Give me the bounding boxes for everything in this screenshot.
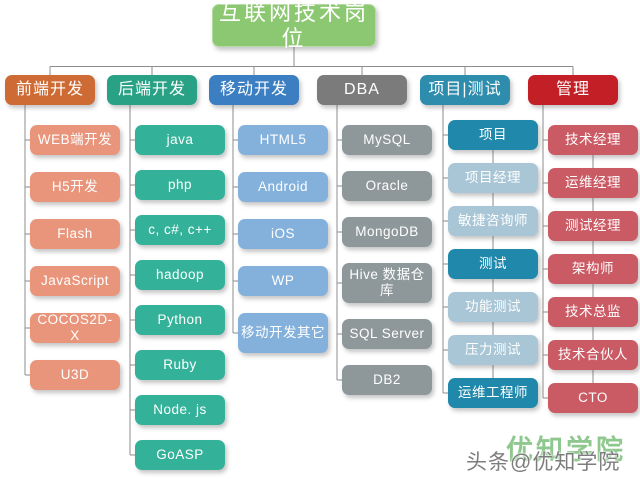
node-6-3: 测试经理 — [548, 211, 638, 241]
node-1-6: U3D — [30, 360, 120, 390]
watermark-credit-text: 头条@优知学院 — [466, 451, 621, 474]
node-5-6: 压力测试 — [448, 335, 538, 365]
node-1-4: JavaScript — [30, 266, 120, 296]
node-2-4: hadoop — [135, 260, 225, 290]
node-2-7: Node. js — [135, 395, 225, 425]
node-4-1: MySQL — [342, 125, 432, 155]
node-5-5: 功能测试 — [448, 292, 538, 322]
node-3-1: HTML5 — [238, 125, 328, 155]
node-3-5: 移动开发其它 — [238, 313, 328, 353]
branch-header-2: 后端开发 — [107, 75, 197, 105]
node-6-5: 技术总监 — [548, 297, 638, 327]
watermark-brand-text: 优知学院 — [506, 435, 626, 465]
branch-header-3: 移动开发 — [209, 75, 299, 105]
branch-header-4: DBA — [317, 75, 407, 105]
node-6-4: 架构师 — [548, 254, 638, 284]
node-6-2: 运维经理 — [548, 168, 638, 198]
node-4-3: MongoDB — [342, 217, 432, 247]
branch-header-1: 前端开发 — [5, 75, 95, 105]
node-4-6: DB2 — [342, 365, 432, 395]
node-2-3: c, c#, c++ — [135, 215, 225, 245]
node-5-1: 项目 — [448, 120, 538, 150]
node-2-1: java — [135, 125, 225, 155]
node-4-4: Hive 数据仓库 — [342, 263, 432, 303]
node-1-2: H5开发 — [30, 172, 120, 202]
branch-header-5: 项目|测试 — [420, 75, 510, 105]
node-1-3: Flash — [30, 219, 120, 249]
node-5-3: 敏捷咨询师 — [448, 206, 538, 236]
node-6-6: 技术合伙人 — [548, 340, 638, 370]
node-2-5: Python — [135, 305, 225, 335]
node-3-3: iOS — [238, 219, 328, 249]
branch-header-6: 管理 — [528, 75, 618, 105]
node-2-6: Ruby — [135, 350, 225, 380]
node-6-1: 技术经理 — [548, 125, 638, 155]
node-5-4: 测试 — [448, 249, 538, 279]
node-3-2: Android — [238, 172, 328, 202]
node-1-5: COCOS2D-X — [30, 312, 120, 343]
node-4-5: SQL Server — [342, 319, 432, 349]
node-3-4: WP — [238, 266, 328, 296]
node-5-2: 项目经理 — [448, 163, 538, 193]
node-5-7: 运维工程师 — [448, 378, 538, 408]
node-2-2: php — [135, 170, 225, 200]
root-node: 互联网技术岗位 — [212, 0, 376, 51]
node-6-7: CTO — [548, 383, 638, 413]
node-1-1: WEB端开发 — [30, 125, 120, 155]
node-2-8: GoASP — [135, 440, 225, 470]
node-4-2: Oracle — [342, 171, 432, 201]
